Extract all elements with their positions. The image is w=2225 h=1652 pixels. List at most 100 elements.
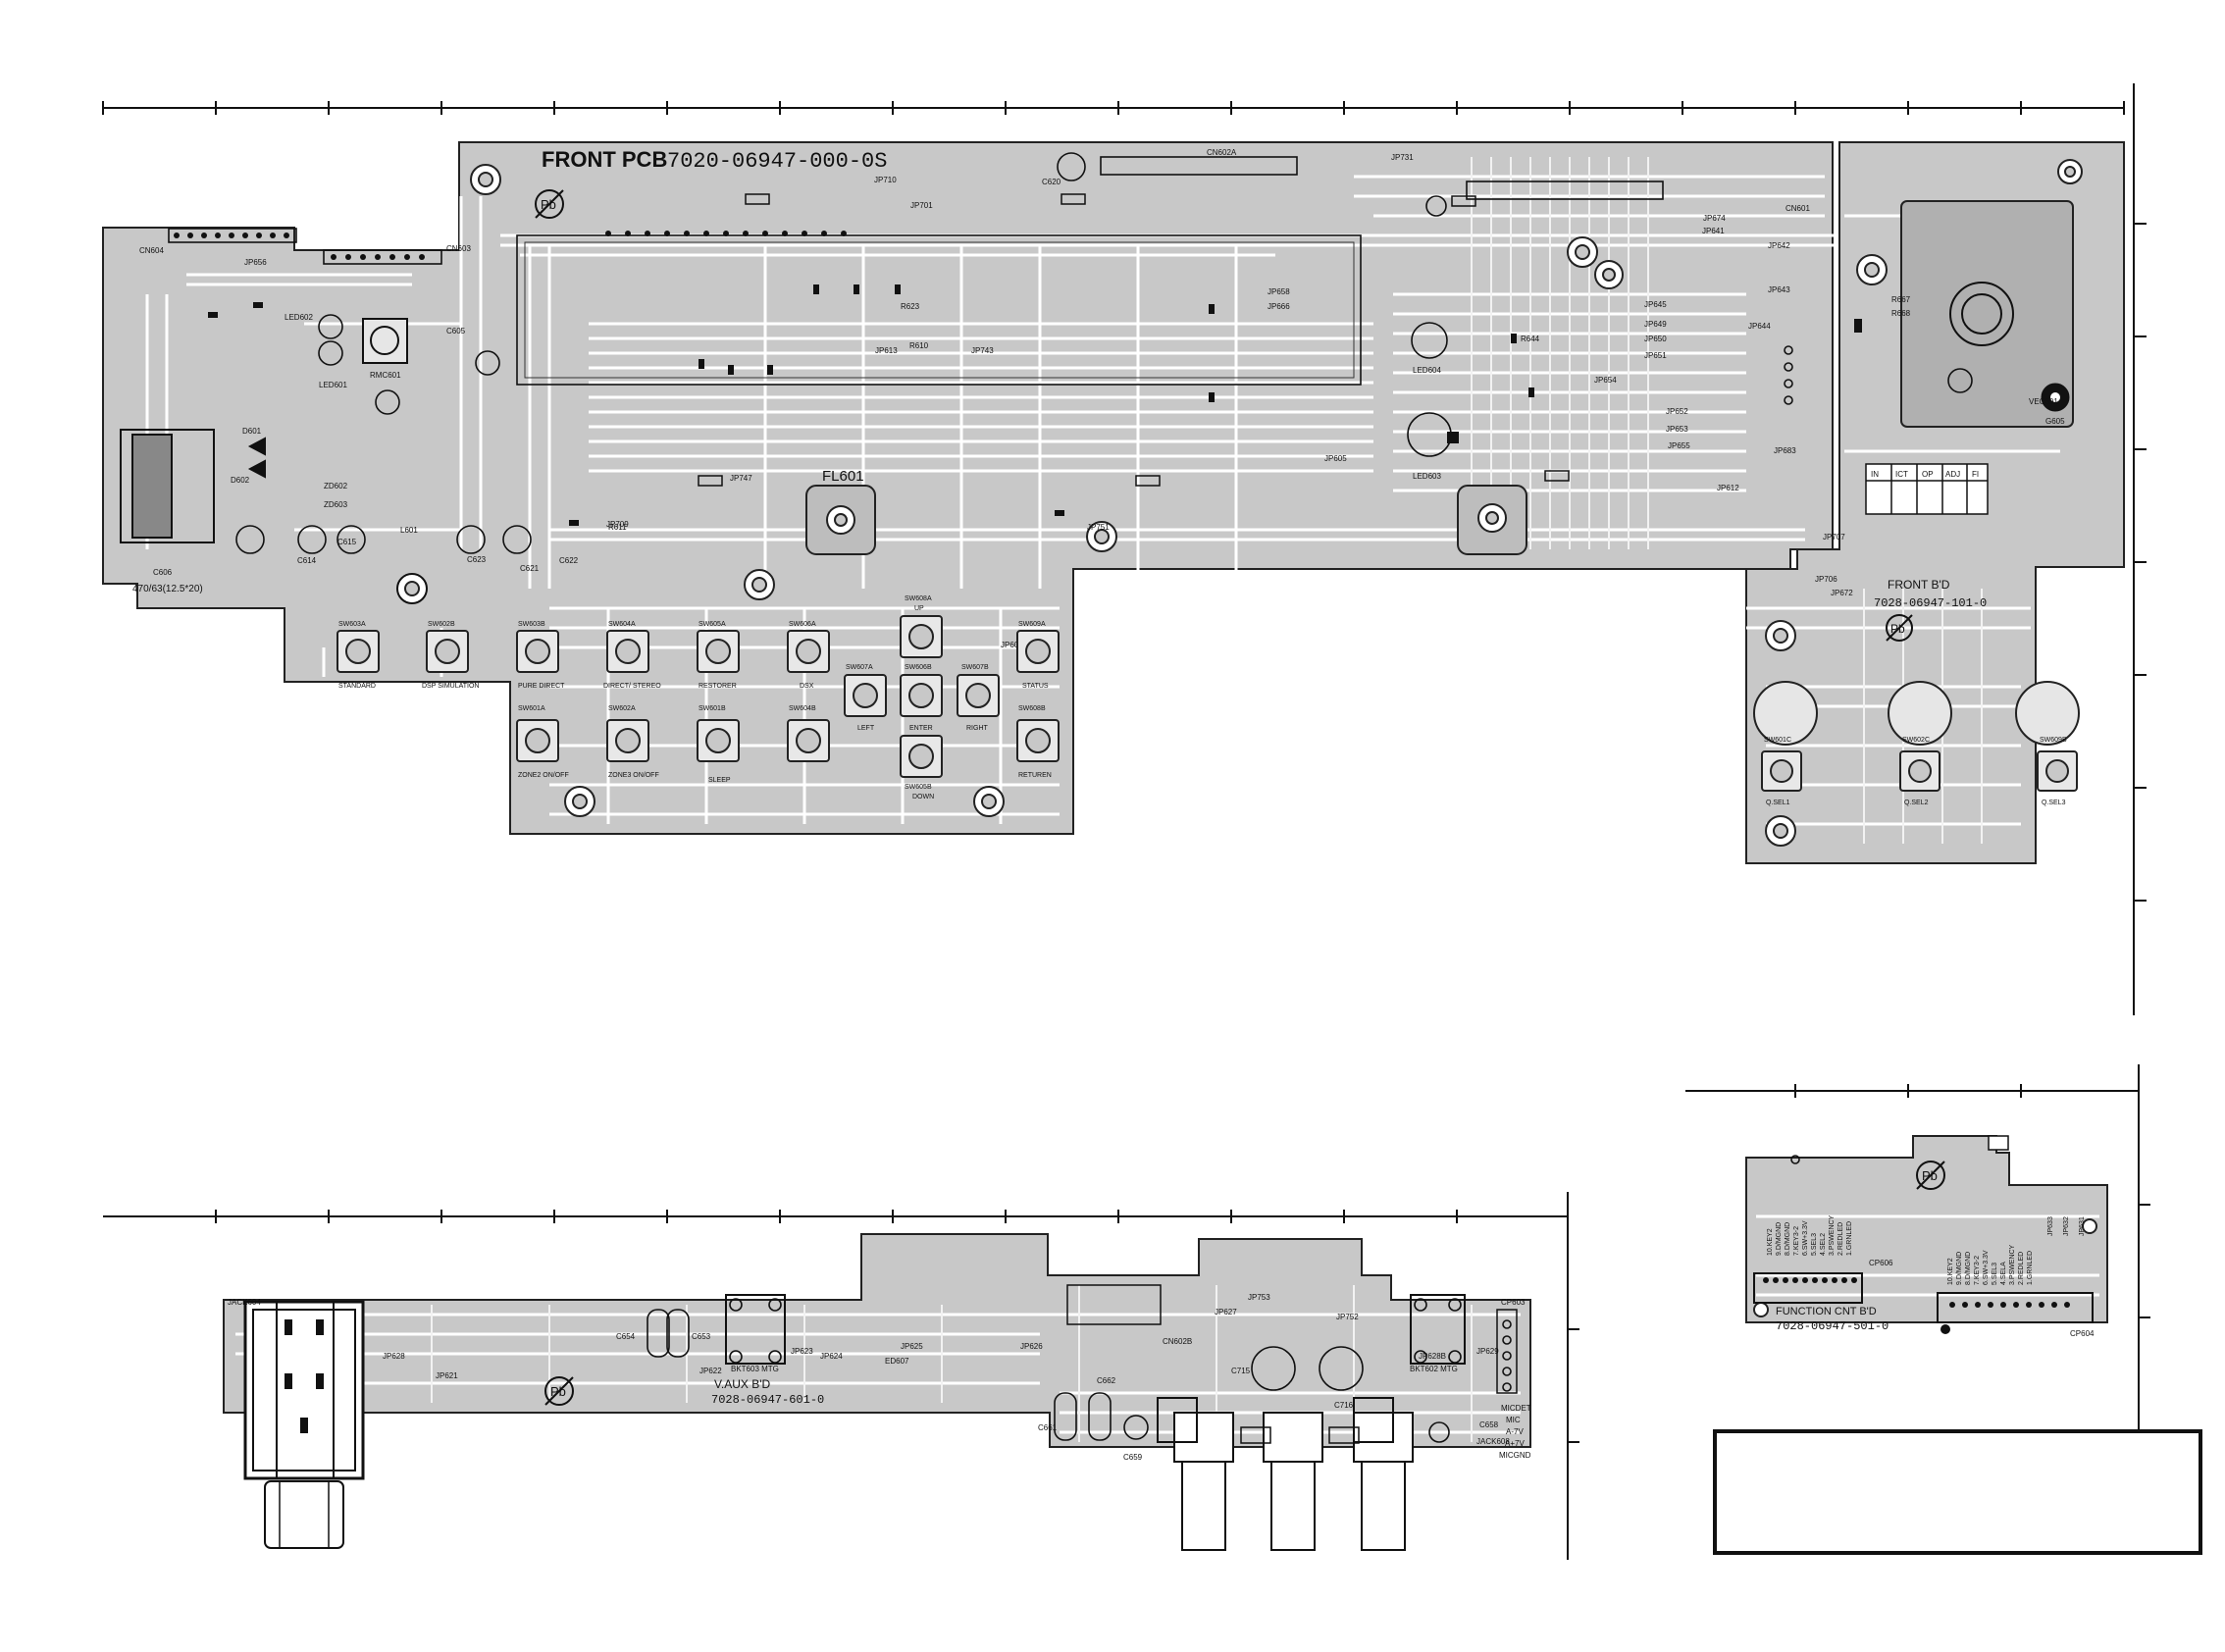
svg-text:8.D/MGND: 8.D/MGND xyxy=(1785,1222,1791,1256)
bottom-left-ruler xyxy=(103,1192,1579,1560)
svg-text:4.SEL2: 4.SEL2 xyxy=(1820,1233,1827,1256)
function-bd-title: FUNCTION CNT B'D xyxy=(1776,1306,1877,1317)
led602-icon xyxy=(318,314,343,339)
button-sw602b[interactable]: SW602B DSP SIMULATION xyxy=(422,621,479,690)
function-pin-labels-left: 10.KEY2 9.D/MGND 8.D/MGND 7.KEY3-2 6.SW+… xyxy=(1767,1214,1853,1256)
button-sw601c[interactable]: SW601C Q.SEL1 xyxy=(1761,737,1802,806)
button-sw601b[interactable]: SW601B SLEEP xyxy=(697,705,740,784)
svg-text:JP633: JP633 xyxy=(2047,1216,2054,1236)
button-sw603a[interactable]: SW603A STANDARD xyxy=(336,621,380,690)
button-sw606b[interactable]: SW606B ENTER xyxy=(900,664,943,732)
button-sw602c[interactable]: SW602C Q.SEL2 xyxy=(1899,737,1940,806)
front-pcb-part-number: 7020-06947-000-0S xyxy=(667,149,887,174)
svg-text:ZD602: ZD602 xyxy=(324,482,348,490)
title-block xyxy=(1713,1429,2202,1555)
button-sw608a[interactable]: SW608A UP xyxy=(900,595,943,658)
front-pcb-buttons: SW603A STANDARD SW602B DSP SIMULATION SW… xyxy=(336,595,1060,800)
function-bd-part-number: 7028-06947-501-0 xyxy=(1776,1319,1889,1333)
inductor-block xyxy=(131,434,173,539)
svg-text:C605: C605 xyxy=(446,327,466,336)
button-sw607b[interactable]: SW607B RIGHT xyxy=(957,664,1000,732)
lead-free-mark-function: Pb xyxy=(1916,1161,1945,1190)
svg-text:ADJ: ADJ xyxy=(1945,470,1960,479)
svg-text:JP654: JP654 xyxy=(1594,376,1617,385)
svg-text:D602: D602 xyxy=(231,476,250,485)
svg-text:5.SEL3: 5.SEL3 xyxy=(1811,1233,1818,1256)
svg-text:C615: C615 xyxy=(337,538,357,546)
svg-text:SW606A: SW606A xyxy=(789,621,816,628)
svg-text:JP626: JP626 xyxy=(1020,1342,1043,1351)
svg-text:C620: C620 xyxy=(1042,178,1061,186)
svg-text:JP701: JP701 xyxy=(910,201,933,210)
svg-text:ICT: ICT xyxy=(1895,470,1908,479)
svg-text:C715: C715 xyxy=(1231,1367,1251,1375)
svg-text:JP683: JP683 xyxy=(1774,446,1796,455)
svg-text:C658: C658 xyxy=(1479,1420,1499,1429)
svg-text:JP629: JP629 xyxy=(1476,1347,1499,1356)
button-sw601a[interactable]: SW601A ZONE2 ON/OFF xyxy=(516,705,569,779)
button-sw609b[interactable]: SW609B Q.SEL3 xyxy=(2037,737,2078,806)
display-pin-row xyxy=(605,231,847,236)
svg-text:SW602B: SW602B xyxy=(428,621,455,628)
svg-text:DSP SIMULATION: DSP SIMULATION xyxy=(422,683,479,690)
svg-text:JP642: JP642 xyxy=(1768,241,1790,250)
svg-text:C623: C623 xyxy=(467,555,487,564)
svg-text:JP672: JP672 xyxy=(1831,589,1853,597)
svg-text:JP655: JP655 xyxy=(1668,441,1690,450)
button-sw604a[interactable]: SW604A DIRECT/ STEREO xyxy=(603,621,661,690)
svg-text:2.REDLED: 2.REDLED xyxy=(1837,1222,1844,1256)
svg-text:JP707: JP707 xyxy=(1823,533,1845,542)
vfd-display-outline xyxy=(516,234,1362,386)
svg-text:L601: L601 xyxy=(400,526,418,535)
svg-text:UP: UP xyxy=(914,605,924,612)
svg-text:JP666: JP666 xyxy=(1268,302,1290,311)
bottom-right-ruler xyxy=(1685,1064,2150,1432)
svg-text:MICGND: MICGND xyxy=(1499,1451,1531,1460)
svg-text:JP628: JP628 xyxy=(383,1352,405,1361)
svg-text:C622: C622 xyxy=(559,556,579,565)
svg-text:SW607B: SW607B xyxy=(961,664,989,671)
svg-text:JP625: JP625 xyxy=(901,1342,923,1351)
svg-text:SW601B: SW601B xyxy=(699,705,726,712)
svg-text:JP622: JP622 xyxy=(699,1367,722,1375)
button-sw606a[interactable]: SW606A DSX xyxy=(787,621,830,690)
vaux-pin-labels: MICDET MIC A-7V A+7V MICGND xyxy=(1499,1404,1531,1460)
button-sw608b[interactable]: SW608B RETUREN xyxy=(1016,705,1060,779)
svg-text:6.SW+3.3V: 6.SW+3.3V xyxy=(1802,1220,1809,1256)
svg-text:5.SEL3: 5.SEL3 xyxy=(1992,1263,1998,1285)
svg-text:JP753: JP753 xyxy=(1248,1293,1270,1302)
svg-text:LED603: LED603 xyxy=(1413,472,1441,481)
button-sw603b[interactable]: SW603B PURE DIRECT xyxy=(516,621,565,690)
svg-text:JP624: JP624 xyxy=(820,1352,843,1361)
svg-text:LEFT: LEFT xyxy=(857,725,875,732)
svg-text:G605: G605 xyxy=(2045,417,2065,426)
diode-d602-icon xyxy=(247,459,266,479)
button-sw605a[interactable]: SW605A RESTORER xyxy=(697,621,740,690)
svg-text:C614: C614 xyxy=(297,556,317,565)
svg-text:R623: R623 xyxy=(901,302,920,311)
svg-text:LED602: LED602 xyxy=(285,313,313,322)
jack608-label: JACK608 xyxy=(1476,1437,1510,1446)
cp603-label: CP603 xyxy=(1501,1298,1526,1307)
vaux-ref-labels: C654 C653 C661 C662 C659 C715 C716 C658 … xyxy=(383,1293,1499,1462)
svg-text:CN602A: CN602A xyxy=(1207,148,1237,157)
svg-text:R611: R611 xyxy=(608,523,627,532)
button-sw604b[interactable]: SW604B xyxy=(787,705,830,762)
svg-text:R610: R610 xyxy=(909,341,929,350)
svg-text:SW603B: SW603B xyxy=(518,621,545,628)
svg-text:JP621: JP621 xyxy=(436,1371,458,1380)
button-sw609a[interactable]: SW609A STATUS xyxy=(1016,621,1060,690)
svg-text:C653: C653 xyxy=(692,1332,711,1341)
svg-text:JP606: JP606 xyxy=(1001,641,1023,649)
svg-text:LED604: LED604 xyxy=(1413,366,1441,375)
svg-text:VEC601: VEC601 xyxy=(2029,397,2058,406)
svg-text:ED607: ED607 xyxy=(885,1357,909,1366)
button-sw602a[interactable]: SW602A ZONE3 ON/OFF xyxy=(606,705,659,779)
svg-text:Q.SEL2: Q.SEL2 xyxy=(1904,800,1929,806)
button-sw607a[interactable]: SW607A LEFT xyxy=(844,664,887,732)
svg-text:CN604: CN604 xyxy=(139,246,164,255)
svg-text:JP623: JP623 xyxy=(791,1347,813,1356)
svg-text:9.D/MGND: 9.D/MGND xyxy=(1956,1252,1963,1285)
svg-text:Pb: Pb xyxy=(550,1384,566,1399)
button-sw605b[interactable]: SW605B DOWN xyxy=(900,735,943,800)
